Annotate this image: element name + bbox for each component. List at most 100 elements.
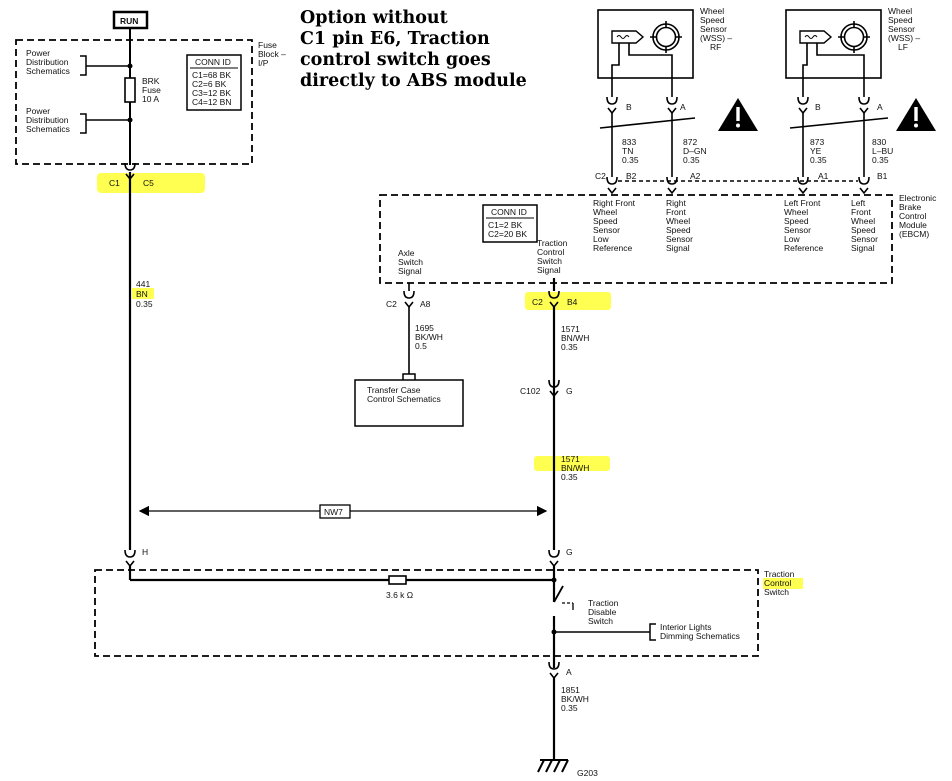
traction-switch-label: Traction [764,569,795,579]
connector-c102-arrow [549,390,559,398]
wire-833-label: 0.35 [622,155,639,165]
wheel-speed-sensor-icon [611,21,682,53]
wire-1851-label: BK/WH [561,694,589,704]
sig-rf-low: Reference [593,243,632,253]
sig-rf: Speed [666,225,691,235]
wheel-speed-sensor-icon [799,21,870,53]
splice-dot [127,117,133,123]
wire-833-label: TN [622,146,633,156]
traction-disable-switch-contact [553,585,564,603]
pin-lf-b: B [815,102,821,112]
ebcm-label: (EBCM) [899,229,929,239]
annotation-line: Option without [300,8,448,28]
wss-rf-label: Sensor [700,24,727,34]
sig-lf: Speed [851,225,876,235]
wire-1695-label: 1695 [415,323,434,333]
wss-lf-label: Speed [888,15,913,25]
wss-lf-label: LF [898,42,908,52]
connector-g-arrow [549,560,559,568]
sig-lf: Signal [851,243,875,253]
wss-rf-label: Wheel [700,6,724,16]
pin-a8-label: A8 [420,299,431,309]
twisted-pair-wires [599,113,889,177]
conn-id-title: CONN ID [195,57,231,67]
wire-872-label: D–GN [683,146,707,156]
power-dist-1: Power [26,48,50,58]
wire-830-label: 830 [872,137,886,147]
conn-id-line: C2=6 BK [192,79,227,89]
ebcm-label: Module [899,220,927,230]
annotation-line: control switch goes [300,50,491,70]
annotation-line: C1 pin E6, Traction [300,29,490,49]
wss-lf-label: Wheel [888,6,912,16]
sig-rf: Sensor [666,234,693,244]
wire-1571b-label: 1571 [561,454,580,464]
sig-lf-low: Left Front [784,198,821,208]
pin-g1-label: G [566,386,573,396]
pin-c5-label: C5 [143,178,154,188]
highlight-c1-c5 [97,173,205,193]
bracket-interior-lights [649,623,656,641]
pin-h-label: H [142,547,148,557]
transfer-case-box [354,379,464,427]
power-dist-2: Schematics [26,124,70,134]
sig-rf: Signal [666,243,690,253]
sig-axle: Axle [398,248,415,258]
nw7-label: NW7 [324,507,343,517]
traction-disable-label: Switch [588,616,613,626]
wire-1571b-label: 0.35 [561,472,578,482]
wss-lf-lead-b [802,43,808,97]
sig-lf: Wheel [851,216,875,226]
pin-a2-label: A2 [690,171,701,181]
wire-1571a-label: BN/WH [561,333,589,343]
pin-a1-label: A1 [818,171,829,181]
sig-lf: Sensor [851,234,878,244]
sig-traction: Control [537,247,565,257]
ebcm-conn-id-line: C1=2 BK [488,220,523,230]
pin-g2-label: G [566,547,573,557]
sig-rf: Front [666,207,686,217]
sig-rf: Wheel [666,216,690,226]
traction-disable-label: Traction [588,598,619,608]
fuse-label: 10 A [142,94,159,104]
ebcm-conn-id-box [482,204,538,243]
conn-c1-label: C1 [109,178,120,188]
sig-traction: Signal [537,265,561,275]
highlight-c2-b4 [525,292,611,310]
wire-873-label: YE [810,146,822,156]
ebcm-top-connectors [606,176,870,195]
connector-h [124,549,136,558]
wire-1851-label: 1851 [561,685,580,695]
wire-830-label: 0.35 [872,155,889,165]
wire-1695-label: 0.5 [415,341,427,351]
wss-lf-lead-a [816,43,865,97]
conn-id-line: C4=12 BN [192,97,231,107]
ebcm-outline [379,194,893,284]
conn-id-line: C3=12 BK [192,88,231,98]
pin-lf-a: A [877,102,883,112]
conn-id-line: C1=68 BK [192,70,231,80]
fuse-label: Fuse [142,85,161,95]
wire-872-label: 0.35 [683,155,700,165]
wss-rf-lead-a [628,43,673,97]
ebcm-label: Brake [899,202,921,212]
bracket-power-1 [80,55,130,76]
fuse-block-label: Fuse [258,40,277,50]
wss-lf-box [785,9,882,79]
connector-a [548,661,560,670]
pin-b1-label: B1 [877,171,888,181]
connector-h-arrow [125,560,135,568]
sig-lf-low: Low [784,234,800,244]
traction-switch-outline [94,569,759,657]
resistor-label: 3.6 k Ω [386,590,413,600]
wire-1695-label: BK/WH [415,332,443,342]
sig-lf-low: Reference [784,243,823,253]
ebcm-conn-id-title: CONN ID [491,207,527,217]
wire-1571b-label: BN/WH [561,463,589,473]
fuse-block-outline [15,39,253,165]
fuse-block-label: I/P [258,58,269,68]
traction-switch-label: Switch [764,587,789,597]
wire-441-label: 0.35 [136,299,153,309]
fuse-label: BRK [142,76,160,86]
